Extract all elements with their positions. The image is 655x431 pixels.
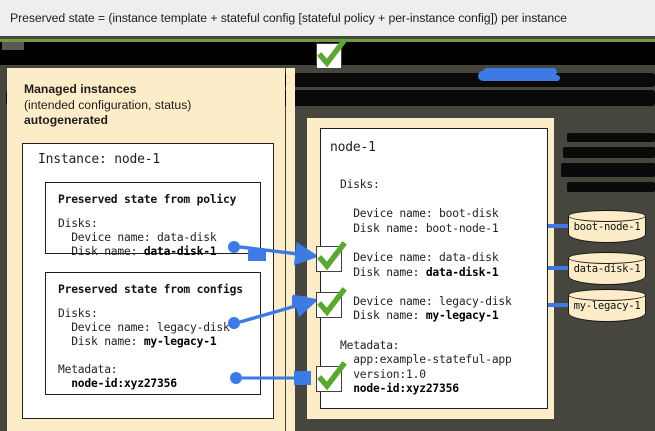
- blue-scribble-mark-c: [498, 75, 560, 81]
- disk-label: data-disk-1: [573, 263, 641, 275]
- redaction-bar-4: [563, 147, 655, 158]
- disk-top: [568, 252, 646, 264]
- configs-box-body: Disks: Device name: legacy-disk Disk nam…: [58, 307, 230, 390]
- node-card-body: Disks: Device name: boot-disk Disk name:…: [340, 178, 512, 396]
- disk-my-legacy-1: my-legacy-1: [568, 289, 646, 323]
- check-icon: [317, 361, 347, 391]
- heading-line-1: Managed instances: [24, 82, 137, 96]
- disk-label: my-legacy-1: [573, 300, 641, 312]
- check-icon: [317, 287, 347, 317]
- redaction-notch: [2, 42, 24, 50]
- blue-scribble-mark-a: [478, 71, 508, 81]
- disk-boot-node-1: boot-node-1: [568, 210, 646, 244]
- caption-bar: Preserved state = (instance template + s…: [0, 0, 655, 36]
- check-legacy-disk: [316, 287, 347, 318]
- policy-box-body: Disks: Device name: data-disk Disk name:…: [58, 217, 217, 258]
- disk-data-disk-1: data-disk-1: [568, 252, 646, 286]
- check-icon: [317, 241, 347, 271]
- disk-top: [568, 210, 646, 222]
- heading-line-3: autogenerated: [24, 113, 108, 127]
- managed-instances-heading: Managed instances (intended configuratio…: [24, 82, 274, 129]
- connector-data: [548, 266, 570, 270]
- connector-legacy: [548, 303, 570, 307]
- green-rule: [0, 39, 655, 42]
- redaction-bar-6: [567, 182, 655, 192]
- check-icon: [317, 38, 347, 68]
- connector-boot: [548, 224, 570, 228]
- preserved-state-from-configs-box: Preserved state from configs Disks: Devi…: [45, 272, 261, 395]
- disk-top: [568, 289, 646, 301]
- node-title: node-1: [330, 140, 376, 155]
- check-data-disk: [316, 241, 347, 272]
- caption-text: Preserved state = (instance template + s…: [10, 11, 567, 25]
- policy-box-header: Preserved state from policy: [58, 193, 237, 206]
- right-panel-edge-strip: [286, 68, 295, 431]
- blue-scribble-mark-b: [483, 68, 557, 76]
- check-top: [316, 38, 347, 69]
- disk-label: boot-node-1: [573, 221, 641, 233]
- configs-box-header: Preserved state from configs: [58, 283, 243, 296]
- check-node-id: [316, 361, 347, 392]
- redaction-bar-3: [567, 133, 655, 142]
- node-card: [320, 128, 548, 409]
- preserved-state-from-policy-box: Preserved state from policy Disks: Devic…: [45, 182, 261, 258]
- heading-line-2: (intended configuration, status): [24, 97, 192, 112]
- instance-title: Instance: node-1: [38, 152, 161, 167]
- redaction-bar-5: [561, 163, 655, 177]
